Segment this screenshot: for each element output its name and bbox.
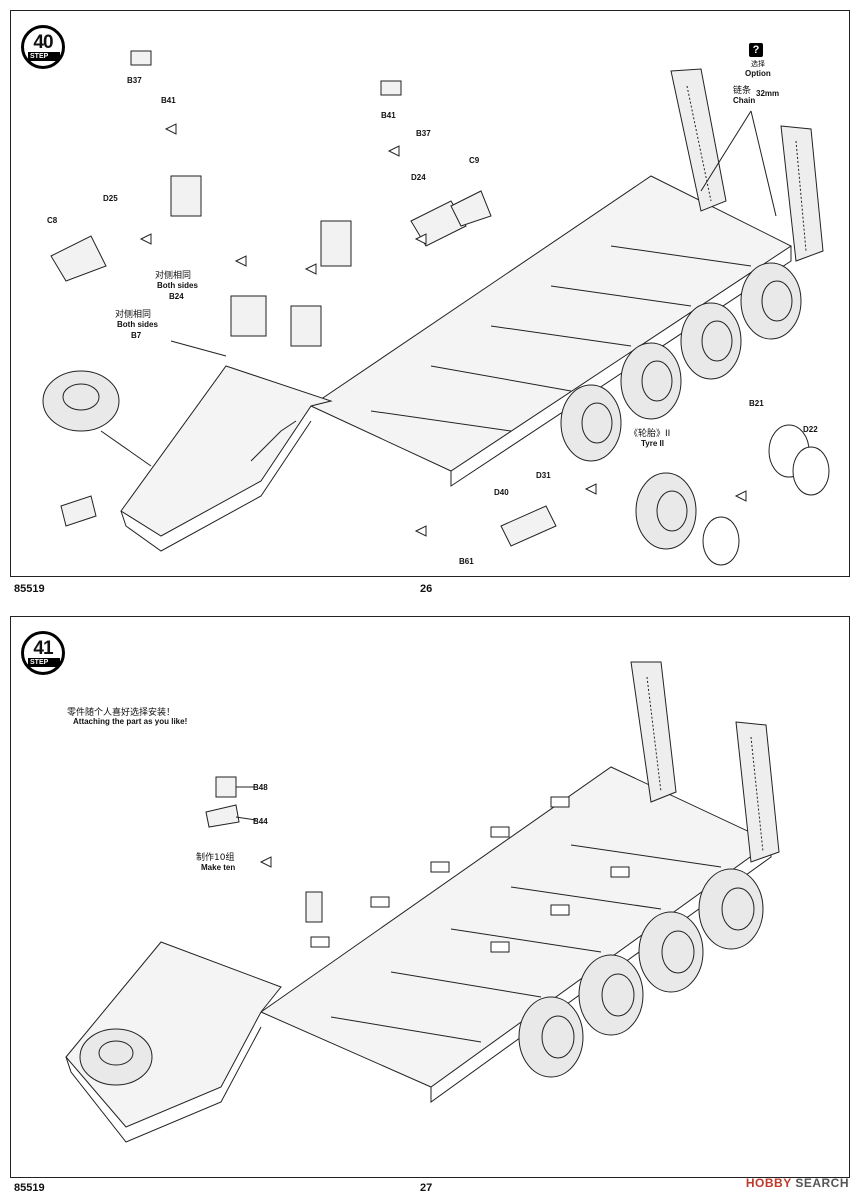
both-sides-cn: 对侧相同 — [115, 310, 152, 320]
watermark-prefix: HOBBY — [745, 1176, 792, 1190]
step-tag: STEP — [28, 52, 60, 61]
step-number: 41 — [33, 638, 53, 659]
step-badge: 41 STEP — [21, 631, 65, 675]
step-number: 40 — [33, 32, 53, 53]
part-label-c8: C8 — [47, 216, 58, 225]
make-ten-en: Make ten — [201, 863, 236, 872]
step-badge: 40 STEP — [21, 25, 65, 69]
part-label-b21: B21 — [749, 399, 764, 408]
ramp-left — [630, 661, 677, 803]
part-label-d25: D25 — [103, 194, 118, 203]
instruction-page-step-40: 40 STEP — [10, 10, 850, 577]
instruction-page-step-41: 41 STEP — [10, 616, 850, 1178]
page-number: 26 — [420, 583, 433, 595]
gooseneck — [120, 365, 333, 537]
part-label-b24: B24 — [169, 292, 184, 301]
ramp-right — [735, 721, 780, 863]
spare-tyre — [79, 1028, 153, 1086]
trailer-wheels — [560, 262, 802, 462]
trailer-assembly-drawing — [65, 661, 780, 1143]
trailer-assembly-drawing — [42, 50, 830, 566]
chain-label-cn: 链条 — [733, 86, 752, 96]
page-number: 27 — [420, 1182, 433, 1194]
both-sides-en: Both sides — [157, 281, 198, 290]
tyre-label-cn: 《轮胎》II — [629, 429, 671, 439]
note-cn: 零件随个人喜好选择安装！ — [67, 708, 176, 718]
chain-label-en: Chain — [733, 96, 756, 105]
option-icon: ? — [749, 43, 763, 57]
tyre-label-en: Tyre II — [641, 439, 664, 448]
both-sides-en: Both sides — [117, 320, 158, 329]
option-label-en: Option — [745, 69, 771, 78]
part-label-d24: D24 — [411, 173, 426, 182]
kit-code: 85519 — [14, 583, 45, 595]
deck-brackets — [310, 796, 630, 953]
option-label-cn: 选择 — [751, 60, 765, 68]
part-label-b44: B44 — [253, 817, 268, 826]
part-label-d31: D31 — [536, 471, 551, 480]
part-label-b37: B37 — [416, 129, 431, 138]
part-label-b41: B41 — [161, 96, 176, 105]
part-label-b48: B48 — [253, 783, 268, 792]
direction-arrows — [139, 123, 747, 537]
watermark-suffix: SEARCH — [795, 1176, 849, 1190]
ramp-right — [780, 125, 824, 262]
make-ten-cn: 制作10组 — [196, 853, 235, 863]
chain-size: 32mm — [756, 89, 780, 98]
part-label-d22: D22 — [803, 425, 818, 434]
part-label-d40: D40 — [494, 488, 509, 497]
step-tag: STEP — [28, 658, 60, 667]
spare-tyre — [42, 370, 120, 432]
kit-code: 85519 — [14, 1182, 45, 1194]
note-en: Attaching the part as you like! — [73, 717, 188, 726]
part-label-c9: C9 — [469, 156, 480, 165]
both-sides-cn: 对侧相同 — [155, 271, 192, 281]
watermark: HOBBY SEARCH — [746, 1176, 849, 1190]
part-label-b61: B61 — [459, 557, 474, 566]
part-label-b37: B37 — [127, 76, 142, 85]
tyre-ii — [635, 472, 697, 550]
ramp-left — [670, 68, 727, 212]
part-label-b7: B7 — [131, 331, 142, 340]
part-label-b41: B41 — [381, 111, 396, 120]
trailer-wheels — [518, 868, 764, 1078]
